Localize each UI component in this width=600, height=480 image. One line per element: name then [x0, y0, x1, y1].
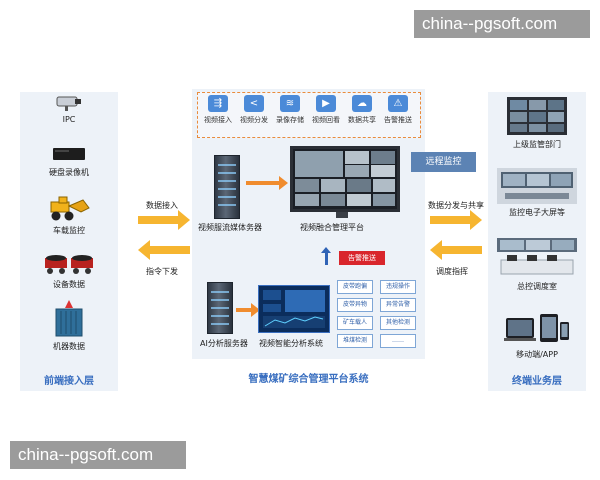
- terminal-label: 移动端/APP: [516, 350, 558, 359]
- video-grid-icon: [295, 151, 395, 206]
- device-machine: 机器数据: [20, 300, 118, 352]
- command-out-label: 指令下发: [146, 267, 178, 276]
- share-icon: <: [244, 95, 264, 112]
- tool-label: 数据共享: [348, 116, 376, 124]
- distribute-arrow: [430, 210, 482, 230]
- detect-tag: 皮带异物: [337, 298, 373, 312]
- tool-label: 视频分发: [240, 116, 268, 124]
- terminal-mobile: 移动端/APP: [488, 312, 586, 360]
- tool-label: 告警推送: [384, 116, 412, 124]
- dispatch-label: 调度指挥: [436, 267, 468, 276]
- ai-server-label: AI分析服务器: [200, 339, 248, 348]
- playback-icon: ▶: [316, 95, 336, 112]
- front-access-title: 前端接入层: [44, 376, 94, 387]
- tool-video-access: ⇶ 视频接入: [201, 95, 235, 125]
- platform-monitor: [290, 146, 400, 212]
- terminal-label: 监控电子大屏等: [509, 208, 565, 217]
- tool-video-distribution: < 视频分发: [237, 95, 271, 125]
- terminal-label: 上级监管部门: [513, 140, 561, 149]
- service-toolbar: ⇶ 视频接入 < 视频分发 ≋ 录像存储 ▶ 视频回看 ☁ 数据共享 ⚠ 告警推…: [197, 92, 421, 138]
- system-title: 智慧煤矿综合管理平台系统: [248, 374, 369, 385]
- terminal-business-column: 上级监管部门 监控电子大屏等 总控调度室 移动端/APP 终: [488, 92, 586, 391]
- tool-label: 视频回看: [312, 116, 340, 124]
- dispatch-arrow: [430, 240, 482, 260]
- detect-tag: 皮带跑偏: [337, 280, 373, 294]
- control-desk-icon: [497, 238, 577, 275]
- media-server-label: 视频服流媒体务器: [198, 223, 262, 232]
- network-icon: ⇶: [208, 95, 228, 112]
- large-screen-icon: [497, 168, 577, 204]
- terminal-label: 总控调度室: [517, 282, 557, 291]
- detect-tag: ……: [380, 334, 416, 348]
- detect-tag: 违规操作: [380, 280, 416, 294]
- platform-label: 视频融合管理平台: [300, 223, 364, 232]
- tool-video-playback: ▶ 视频回看: [309, 95, 343, 125]
- device-vehicle: 车载监控: [20, 196, 118, 236]
- server-to-platform-arrow: [246, 176, 288, 190]
- terminal-supervision: 上级监管部门: [488, 96, 586, 150]
- monitor-stand: [336, 212, 348, 218]
- detect-tag: 矿车载人: [337, 316, 373, 330]
- tool-label: 录像存储: [276, 116, 304, 124]
- terminal-control-room: 总控调度室: [488, 238, 586, 292]
- terminal-big-screen: 监控电子大屏等: [488, 168, 586, 218]
- nvr-icon: [53, 148, 85, 160]
- camera-icon: [56, 96, 81, 111]
- ai-server: [207, 282, 233, 334]
- mine-cart-icon: [45, 255, 93, 274]
- media-server: [214, 155, 240, 219]
- tool-alarm-push: ⚠ 告警推送: [381, 95, 415, 125]
- detect-tag: 堆煤检测: [337, 334, 373, 348]
- cloud-share-icon: ☁: [352, 95, 372, 112]
- video-wall-icon: [507, 97, 567, 135]
- device-equipment: 设备数据: [20, 252, 118, 290]
- device-label: 设备数据: [53, 280, 85, 289]
- command-out-arrow: [138, 240, 190, 260]
- dashboard-screen-icon: [263, 290, 325, 328]
- data-in-arrow: [138, 210, 190, 230]
- ai-to-analysis-arrow: [236, 303, 260, 317]
- remote-monitoring-box: 远程监控: [411, 152, 476, 172]
- analysis-dashboard: [258, 285, 330, 333]
- detect-tag: 异常告警: [380, 298, 416, 312]
- device-nvr: 硬盘录像机: [20, 144, 118, 178]
- tool-recording-storage: ≋ 录像存储: [273, 95, 307, 125]
- data-in-label: 数据接入: [146, 201, 178, 210]
- analysis-system-label: 视频智能分析系统: [259, 339, 323, 348]
- device-label: IPC: [62, 115, 76, 124]
- mobile-devices-icon: [504, 314, 569, 342]
- watermark-bottom: china--pgsoft.com: [10, 441, 186, 469]
- watermark-top: china--pgsoft.com: [414, 10, 590, 38]
- storage-icon: ≋: [280, 95, 300, 112]
- device-label: 车载监控: [53, 226, 85, 235]
- detect-tag: 其他检测: [380, 316, 416, 330]
- tool-data-sharing: ☁ 数据共享: [345, 95, 379, 125]
- warning-icon: ⚠: [388, 95, 408, 112]
- alarm-push-badge: 告警推送: [339, 251, 385, 265]
- terminal-business-title: 终端业务层: [512, 376, 562, 387]
- container-icon: [55, 300, 83, 337]
- device-label: 机器数据: [53, 342, 85, 351]
- alarm-up-arrow: [321, 247, 331, 265]
- device-ipc: IPC: [20, 94, 118, 124]
- distribute-label: 数据分发与共享: [428, 201, 484, 210]
- device-label: 硬盘录像机: [49, 168, 89, 177]
- tool-label: 视频接入: [204, 116, 232, 124]
- loader-truck-icon: [50, 196, 90, 221]
- front-access-column: IPC 硬盘录像机 车载监控 设备数据: [20, 92, 118, 391]
